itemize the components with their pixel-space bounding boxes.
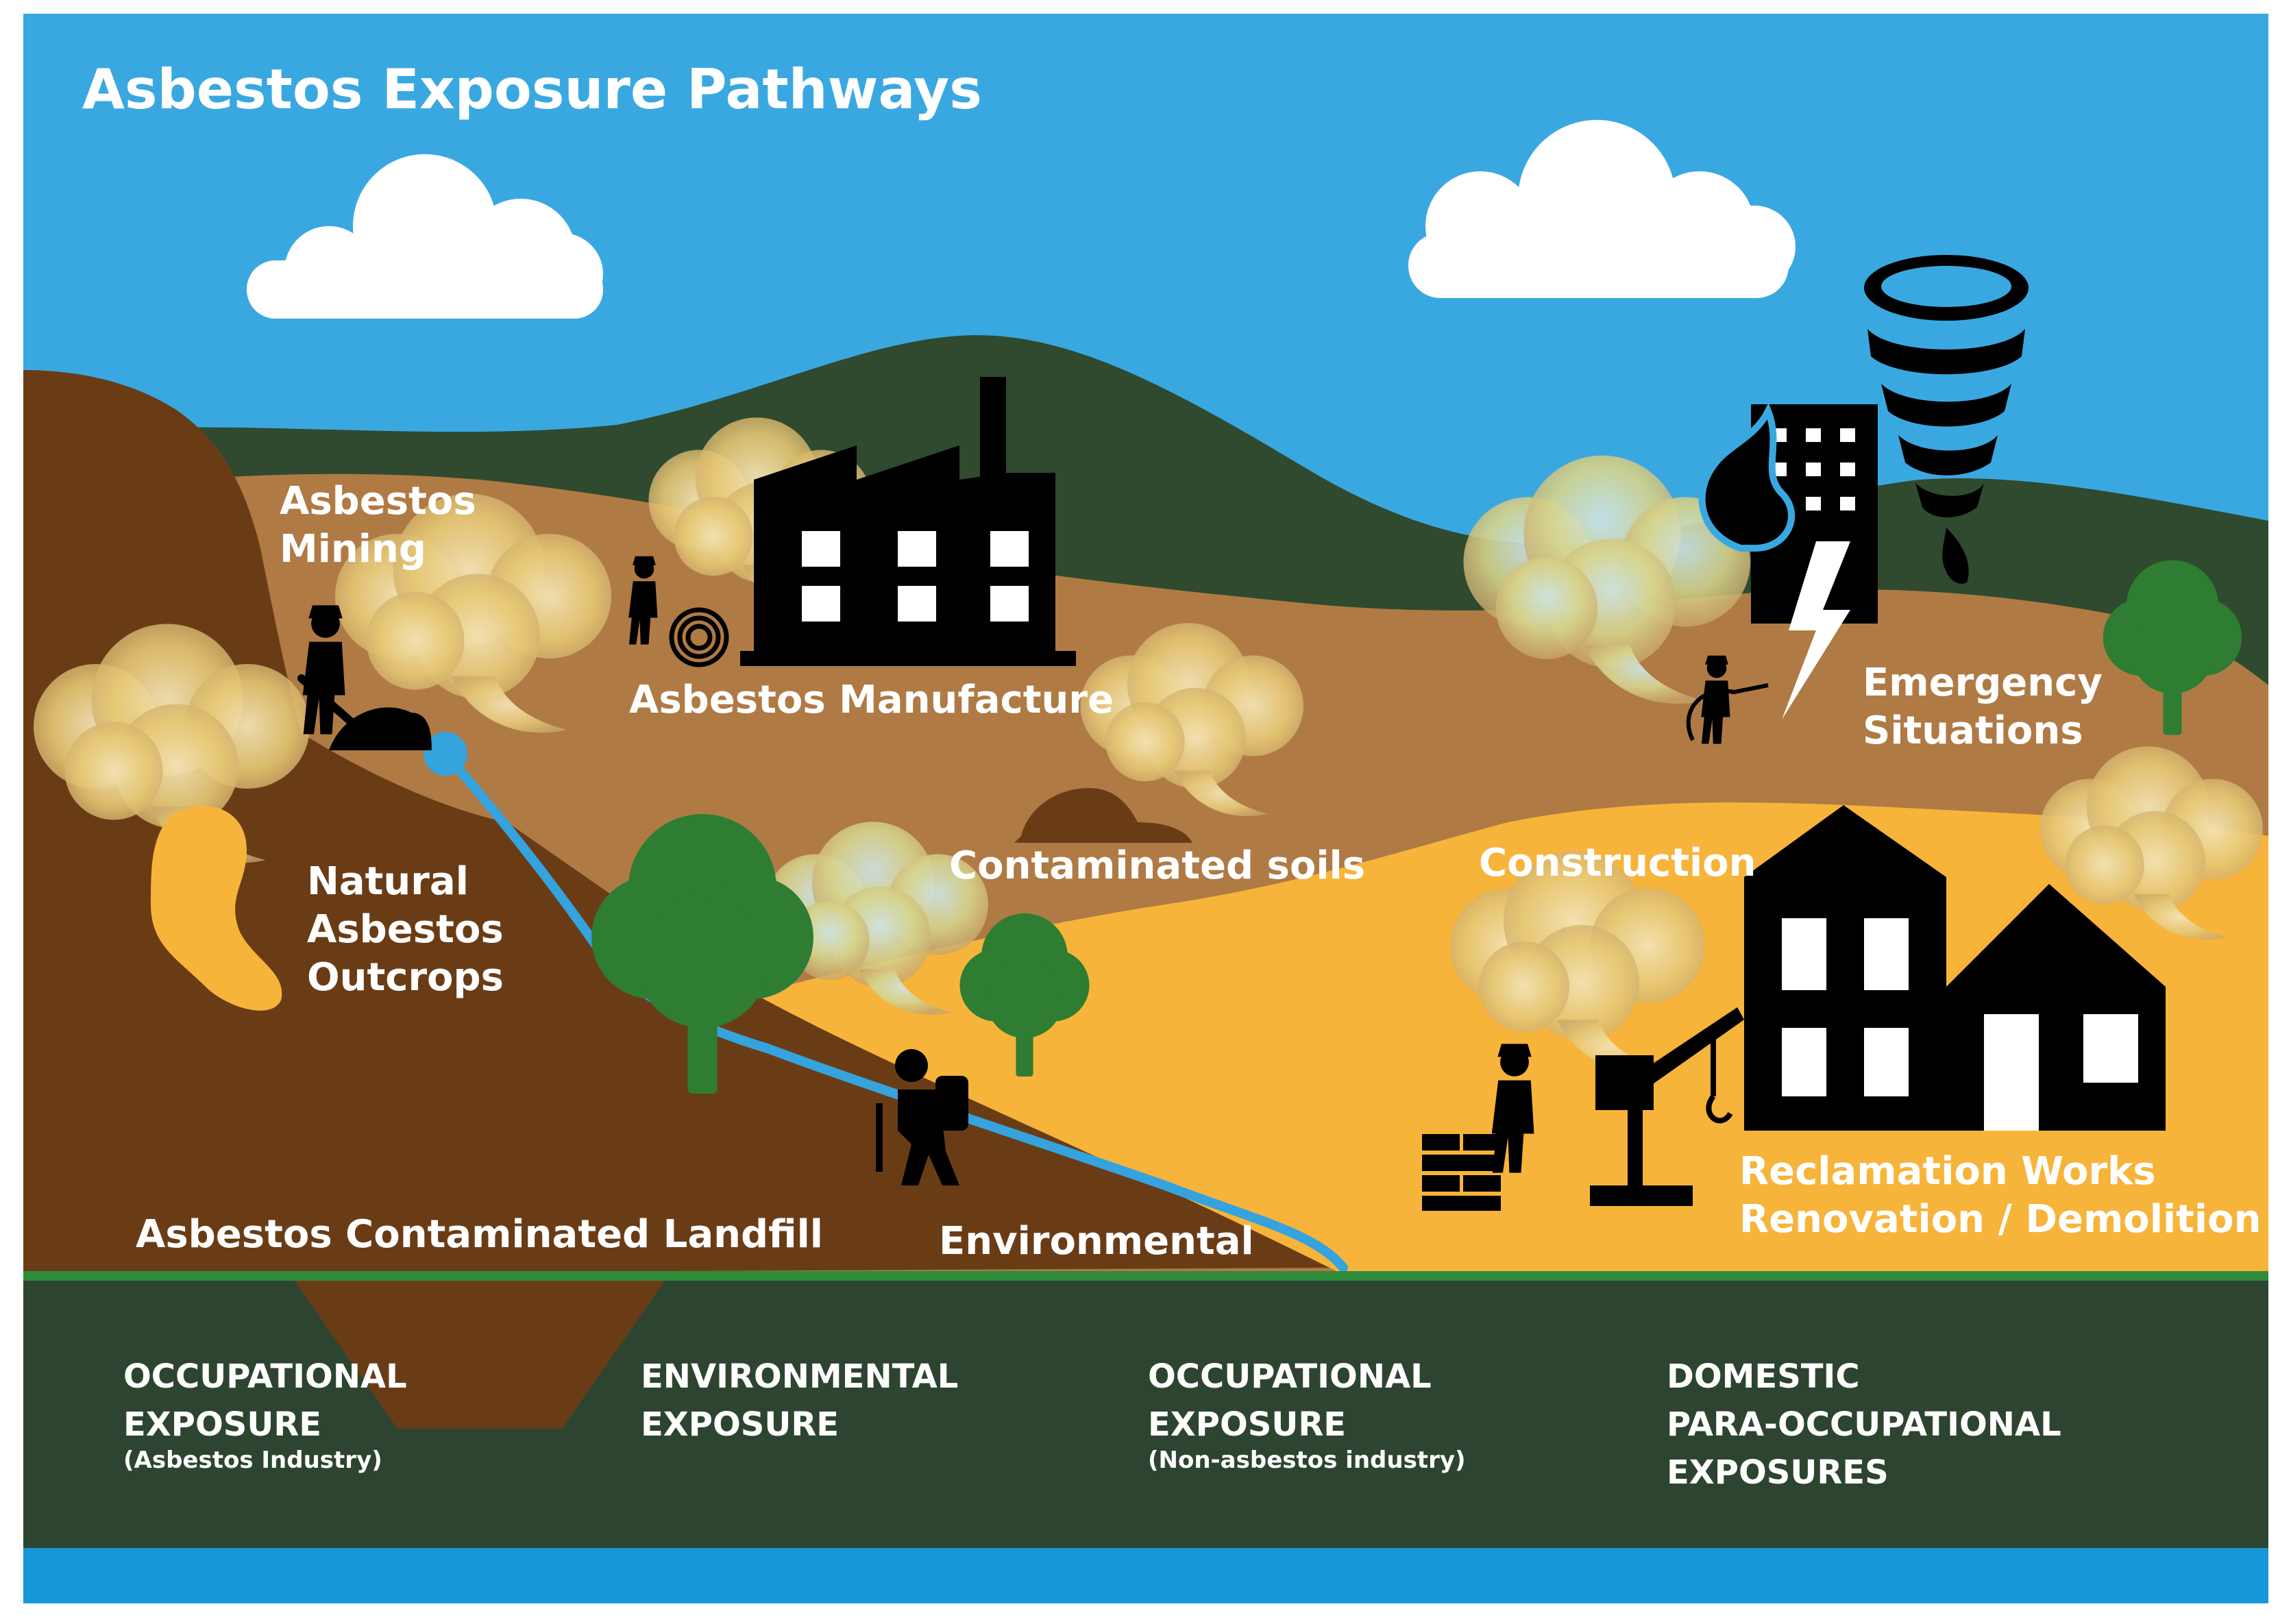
brick-wall-icon: [1422, 1134, 1501, 1211]
label-construction: Construction: [1479, 841, 1756, 885]
category-line: OCCUPATIONAL: [123, 1357, 407, 1396]
diagram-title: Asbestos Exposure Pathways: [82, 58, 982, 121]
cloud-icon: [1408, 120, 1796, 298]
label-mining-line1: Asbestos: [280, 479, 476, 524]
label-environmental: Environmental: [939, 1219, 1254, 1264]
category-subtitle: (Non-asbestos industry): [1148, 1447, 1466, 1474]
lightning-icon: [1782, 541, 1850, 719]
hose-icon: [1686, 683, 1769, 741]
house-windows: [1782, 918, 2138, 1131]
outcrop-rock: [151, 806, 282, 1011]
category-line: EXPOSURE: [123, 1405, 321, 1444]
river: [441, 749, 1348, 1272]
label-emergency-line2: Situations: [1863, 709, 2083, 753]
water-band: [23, 1548, 2268, 1603]
category-occupational-non-asbestos: OCCUPATIONAL EXPOSURE (Non-asbestos indu…: [1148, 1357, 1466, 1474]
label-reclamation-line2: Renovation / Demolition: [1739, 1197, 2261, 1242]
category-domestic: DOMESTIC PARA-OCCUPATIONAL EXPOSURES: [1667, 1357, 2061, 1492]
shovel-icon: [297, 674, 360, 730]
label-landfill: Asbestos Contaminated Landfill: [136, 1212, 823, 1257]
label-emergency-line1: Emergency: [1863, 661, 2103, 705]
cloud-icon: [247, 154, 603, 319]
category-line: EXPOSURE: [1148, 1405, 1346, 1444]
coil-icon: [669, 607, 729, 667]
spring-icon: [424, 732, 467, 776]
left-cliff: [23, 370, 1343, 1275]
label-reclamation-line1: Reclamation Works: [1739, 1149, 2156, 1194]
label-outcrops-line3: Outcrops: [307, 955, 504, 1000]
category-line: EXPOSURE: [641, 1405, 839, 1444]
category-line: EXPOSURES: [1667, 1453, 1889, 1492]
hiker-icon: [876, 1049, 968, 1185]
category-occupational-asbestos: OCCUPATIONAL EXPOSURE (Asbestos Industry…: [123, 1357, 407, 1474]
label-manufacture: Asbestos Manufacture: [629, 678, 1114, 722]
label-outcrops-line2: Asbestos: [307, 907, 504, 952]
label-mining-line2: Mining: [280, 527, 426, 571]
factory-windows: [802, 531, 1029, 622]
ore-pile-icon: [329, 707, 432, 750]
category-subtitle: (Asbestos Industry): [123, 1447, 382, 1474]
landfill-pit: [295, 1281, 665, 1429]
category-environmental: ENVIRONMENTAL EXPOSURE: [641, 1357, 958, 1444]
grass-line: [23, 1271, 2268, 1281]
category-line: DOMESTIC: [1667, 1357, 1860, 1396]
category-line: PARA-OCCUPATIONAL: [1667, 1405, 2061, 1444]
soil-mound-icon: [1014, 788, 1192, 843]
label-outcrops-line1: Natural: [307, 859, 469, 904]
crane-icon: [1590, 1007, 1744, 1206]
tornado-icon: [1864, 255, 2029, 584]
category-line: OCCUPATIONAL: [1148, 1357, 1432, 1396]
label-contaminated-soils: Contaminated soils: [949, 844, 1365, 888]
category-line: ENVIRONMENTAL: [641, 1357, 958, 1396]
fire-icon: [1698, 402, 1796, 552]
